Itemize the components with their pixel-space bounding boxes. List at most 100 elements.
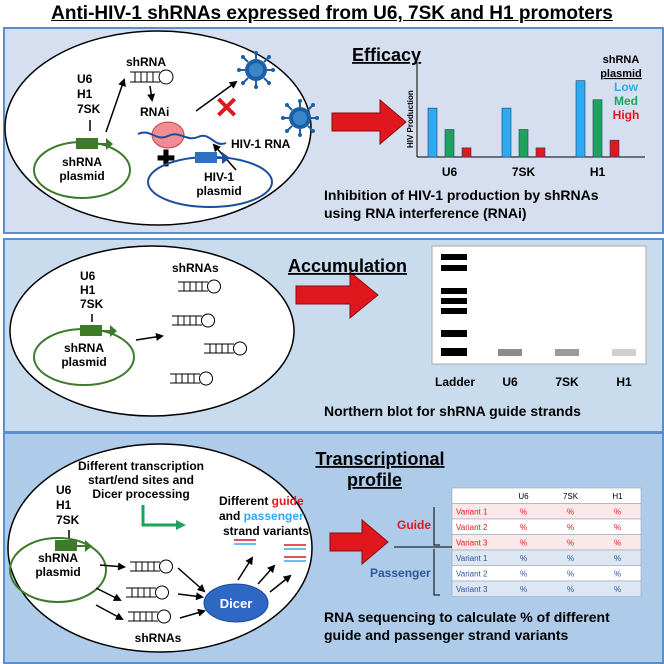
- dicer-substrate-hairpin-icon-2: [126, 585, 169, 600]
- block-x-icon: ✕: [214, 92, 239, 125]
- hiv-rna-label: HIV-1 RNA: [231, 137, 291, 151]
- acc-hairpins: [170, 279, 247, 386]
- table-cell: %: [567, 523, 574, 532]
- legend-med: Med: [614, 94, 638, 108]
- profile-arrow-icon: [329, 518, 389, 566]
- lane-h1: H1: [616, 375, 632, 389]
- table-col-header: 7SK: [563, 492, 579, 501]
- prof-plasmid-ring: [9, 537, 107, 603]
- shrna-gene-box: [76, 138, 98, 149]
- bar-h1-med: [592, 99, 603, 158]
- table-col-header: H1: [612, 492, 623, 501]
- table-cell: %: [520, 539, 527, 548]
- prof-plasmid-label-1: shRNA: [38, 551, 78, 565]
- virus-release-arrow: [195, 80, 238, 112]
- processing-note-2: start/end sites and: [88, 473, 194, 487]
- table-col-header: U6: [518, 492, 529, 501]
- variants-note-line1: Different guide: [219, 494, 304, 508]
- prof-gene-box: [55, 540, 77, 551]
- transcription-start-arrow-icon: [141, 505, 186, 530]
- x-tick-h1: H1: [590, 165, 606, 179]
- prof-shrnas-label: shRNAs: [135, 631, 182, 645]
- legend-title-2: plasmid: [600, 68, 642, 80]
- table-cell: %: [567, 570, 574, 579]
- acc-plasmid-label-2: plasmid: [61, 355, 106, 369]
- transcription-arrow: [105, 78, 126, 133]
- guide-bracket: [433, 507, 440, 546]
- acc-gene-box: [80, 325, 102, 336]
- acc-promoter-arrow-icon: [102, 325, 117, 337]
- accumulation-arrow-icon: [295, 270, 379, 320]
- promoter-label-2: H1: [77, 87, 93, 101]
- plus-icon: ✚: [157, 146, 175, 171]
- legend-high: High: [613, 108, 640, 122]
- accumulation-caption: Northern blot for shRNA guide strands: [324, 403, 581, 419]
- table-row-name: Variant 3: [456, 585, 488, 594]
- table-row-name: Variant 1: [456, 508, 488, 517]
- table-cell: %: [614, 539, 621, 548]
- shrna-plasmid-label-2: plasmid: [59, 169, 104, 183]
- band-u6: [498, 349, 522, 356]
- virus-icon-2: [280, 98, 320, 138]
- strand-variants-icon: [234, 539, 306, 562]
- hiv-promoter-arrow-icon: [217, 152, 230, 164]
- bar-h1-low: [575, 80, 586, 158]
- hiv-plasmid-label-2: plasmid: [196, 184, 241, 198]
- bar-h1-high: [609, 139, 620, 158]
- table-cell: %: [614, 570, 621, 579]
- table-cell: %: [614, 523, 621, 532]
- rnai-label: RNAi: [140, 105, 169, 119]
- passenger-bracket: [433, 549, 440, 596]
- shrna-hairpin-icon-4: [170, 371, 213, 386]
- heading-profile-2: profile: [347, 470, 402, 490]
- dicer-substrate-hairpin-icon-3: [128, 609, 171, 624]
- table-cell: %: [520, 508, 527, 517]
- processing-note-1: Different transcription: [78, 459, 204, 473]
- table-cell: %: [567, 539, 574, 548]
- table-cell: %: [614, 508, 621, 517]
- prof-hairpins: [126, 559, 173, 624]
- efficacy-caption-2: using RNA interference (RNAi): [324, 205, 527, 221]
- table-cell: %: [520, 554, 527, 563]
- shrna-hairpin-icon: [130, 69, 174, 85]
- heading-accumulation: Accumulation: [288, 256, 407, 276]
- shrna-plasmid-label-1: shRNA: [62, 155, 102, 169]
- prof-plasmid-label-2: plasmid: [35, 565, 80, 579]
- prof-promoter-arrow-icon: [77, 540, 92, 552]
- hiv-plasmid-label-1: HIV-1: [204, 170, 234, 184]
- promoter-label-3: 7SK: [77, 102, 101, 116]
- acc-promoter-label-2: H1: [80, 283, 96, 297]
- acc-plasmid-label-1: shRNA: [64, 341, 104, 355]
- prof-promoter-label-3: 7SK: [56, 513, 80, 527]
- acc-shrnas-label: shRNAs: [172, 261, 219, 275]
- promoter-label-1: U6: [77, 72, 93, 86]
- table-cell: %: [614, 585, 621, 594]
- acc-promoter-label-1: U6: [80, 269, 96, 283]
- northern-blot: [431, 245, 647, 365]
- guide-label: Guide: [397, 518, 431, 532]
- table-cell: %: [520, 523, 527, 532]
- processing-arrow: [147, 85, 156, 102]
- bar-u6-low: [427, 107, 438, 158]
- heading-profile-1: Transcriptional: [315, 449, 444, 469]
- table-cell: %: [567, 554, 574, 563]
- dicer-label: Dicer: [220, 596, 253, 611]
- table-cell: %: [520, 585, 527, 594]
- bar-u6-med: [444, 129, 455, 158]
- lane-7sk: 7SK: [555, 375, 579, 389]
- variants-note-line2: and passenger: [219, 509, 304, 523]
- bar-u6-high: [461, 147, 472, 158]
- bar-7sk-low: [501, 107, 512, 158]
- efficacy-caption-1: Inhibition of HIV-1 production by shRNAs: [324, 187, 599, 203]
- lane-u6: U6: [502, 375, 518, 389]
- bar-group: [427, 80, 620, 158]
- variants-note-line3: strand variants: [223, 524, 309, 538]
- acc-expression-arrow: [135, 332, 164, 341]
- table-row-name: Variant 3: [456, 539, 488, 548]
- table-row: [451, 580, 642, 597]
